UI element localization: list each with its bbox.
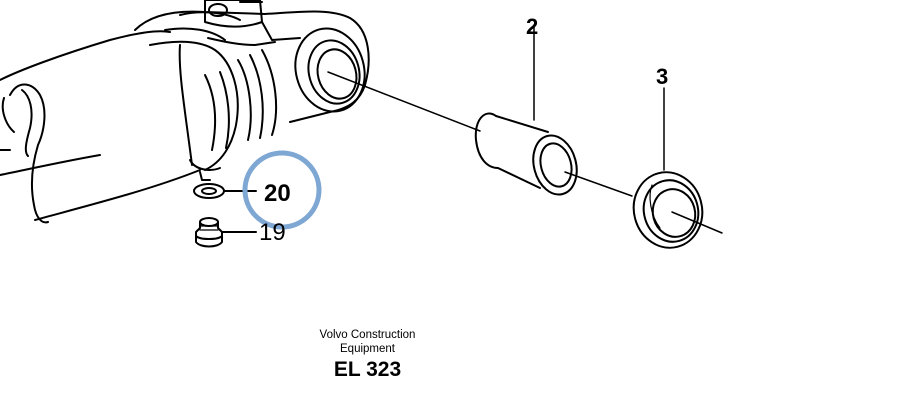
- callout-3: 3: [656, 64, 668, 89]
- callout-19: 19: [259, 219, 286, 246]
- highlight-ring: [242, 150, 322, 230]
- axis-line-middle: [564, 171, 633, 197]
- brand-line-1: Volvo Construction: [319, 329, 416, 341]
- seal-ring-part-3: [632, 87, 704, 249]
- axis-line-right: [671, 211, 723, 234]
- cylinder-tube: [0, 30, 201, 224]
- callout-2: 2: [526, 14, 538, 39]
- housing-eye: [294, 27, 366, 113]
- axis-line-left: [327, 71, 481, 132]
- brand-caption: Volvo Construction Equipment: [260, 328, 475, 356]
- cylinder-head-housing: [134, 0, 370, 181]
- plug-part-19: [195, 217, 257, 248]
- washer-part-20: [193, 183, 257, 199]
- brand-line-2: Equipment: [340, 343, 395, 355]
- diagram-code: EL 323: [333, 358, 402, 381]
- bushing-part-2: [474, 24, 578, 196]
- callout-20: 20: [264, 180, 291, 207]
